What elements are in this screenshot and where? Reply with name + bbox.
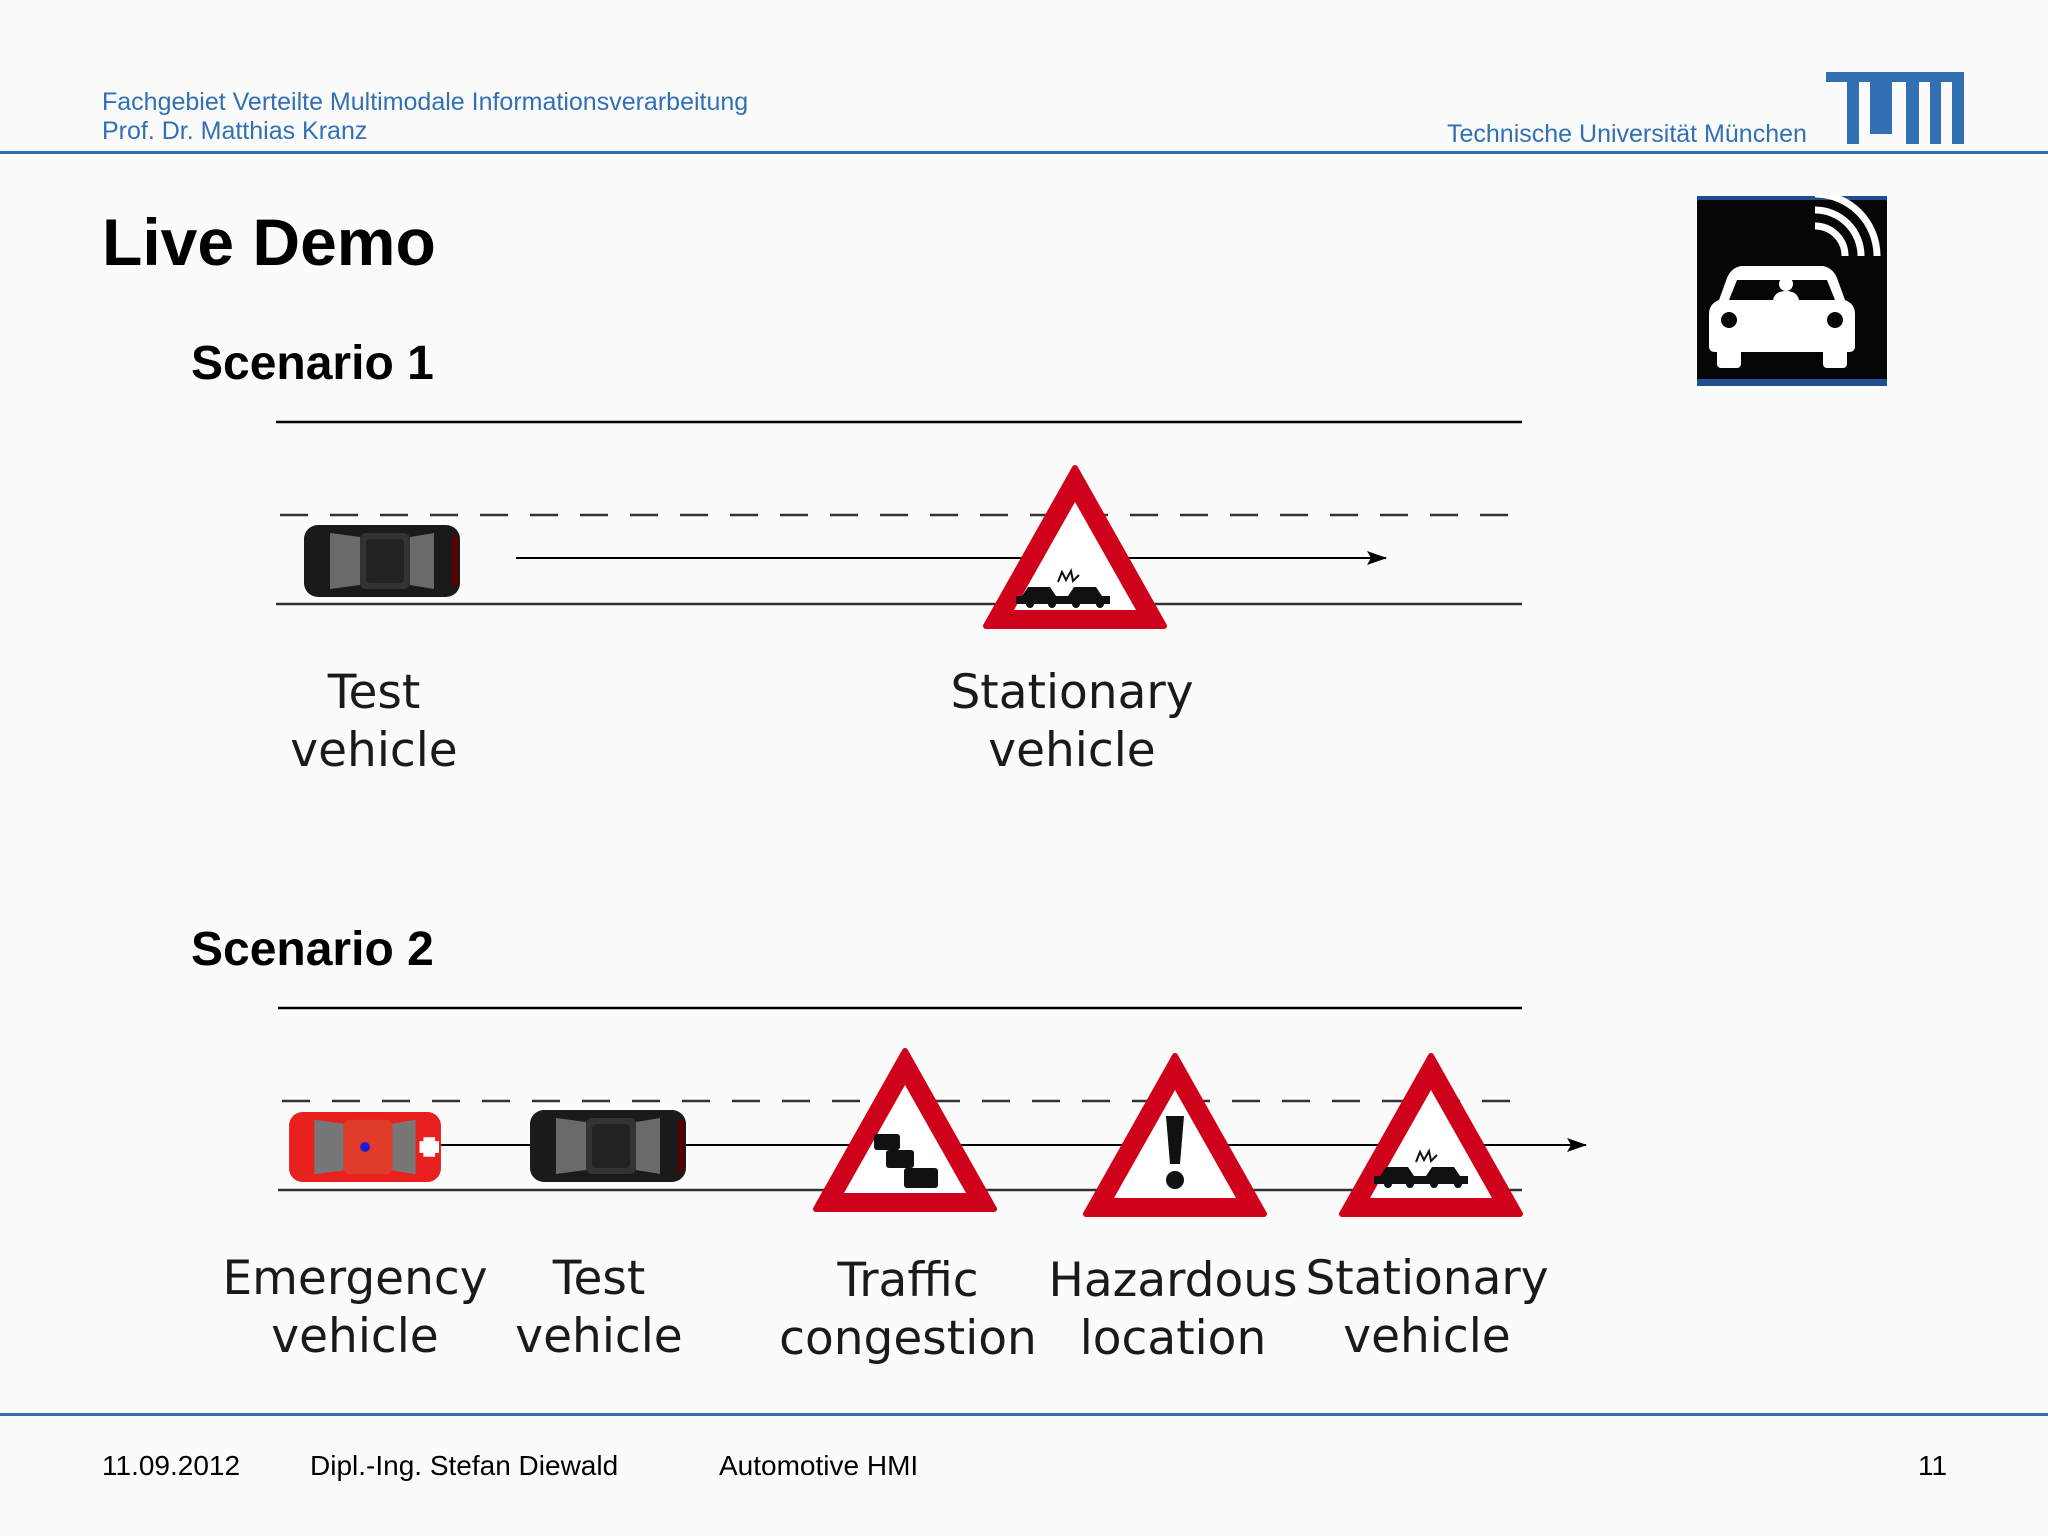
traffic-congestion-sign xyxy=(816,1051,994,1209)
chair-name: Fachgebiet Verteilte Multimodale Informa… xyxy=(102,88,749,116)
test-vehicle-car xyxy=(304,525,460,597)
label-line: vehicle xyxy=(988,723,1156,778)
label-line: vehicle xyxy=(515,1309,683,1364)
slide-title: Live Demo xyxy=(102,205,436,279)
scenario-2-heading: Scenario 2 xyxy=(191,923,434,976)
accident-warning-sign xyxy=(986,468,1164,626)
professor-name: Prof. Dr. Matthias Kranz xyxy=(102,117,368,145)
label-stationary-vehicle-2: Stationary vehicle xyxy=(1305,1250,1548,1366)
scenario-1-road xyxy=(276,420,1522,606)
footer-author: Dipl.-Ing. Stefan Diewald xyxy=(310,1450,619,1481)
label-line: Traffic xyxy=(837,1253,979,1308)
footer-date: 11.09.2012 xyxy=(102,1450,241,1481)
label-line: Stationary xyxy=(1305,1251,1549,1306)
label-line: vehicle xyxy=(1343,1309,1511,1364)
hazardous-location-sign xyxy=(1086,1056,1264,1214)
stationary-vehicle-sign-2 xyxy=(1342,1056,1520,1214)
label-line: vehicle xyxy=(271,1309,439,1364)
tum-logo xyxy=(1826,72,1964,144)
university-name: Technische Universität München xyxy=(1447,120,1807,148)
label-line: Test xyxy=(552,1251,646,1306)
label-line: Stationary xyxy=(950,665,1194,720)
test-vehicle-car-2 xyxy=(530,1110,686,1182)
label-line: vehicle xyxy=(290,723,458,778)
label-emergency-vehicle: Emergency vehicle xyxy=(222,1250,487,1366)
label-line: Hazardous xyxy=(1048,1253,1298,1308)
label-line: congestion xyxy=(779,1311,1037,1366)
header-divider xyxy=(0,151,2048,154)
page-number: 11 xyxy=(1918,1450,1948,1481)
label-test-vehicle: Test vehicle xyxy=(290,664,457,780)
scenario-1-heading: Scenario 1 xyxy=(191,337,434,390)
label-line: location xyxy=(1079,1311,1267,1366)
label-test-vehicle-2: Test vehicle xyxy=(515,1250,682,1366)
footer-topic: Automotive HMI xyxy=(719,1450,919,1481)
label-hazardous-location: Hazardous location xyxy=(1049,1252,1298,1368)
footer-divider xyxy=(0,1413,2048,1416)
label-line: Test xyxy=(327,665,421,720)
emergency-vehicle-car xyxy=(289,1111,441,1183)
label-traffic-congestion: Traffic congestion xyxy=(779,1252,1037,1368)
label-stationary-vehicle: Stationary vehicle xyxy=(950,664,1193,780)
connected-car-icon xyxy=(1697,196,1887,386)
label-line: Emergency xyxy=(222,1251,488,1306)
